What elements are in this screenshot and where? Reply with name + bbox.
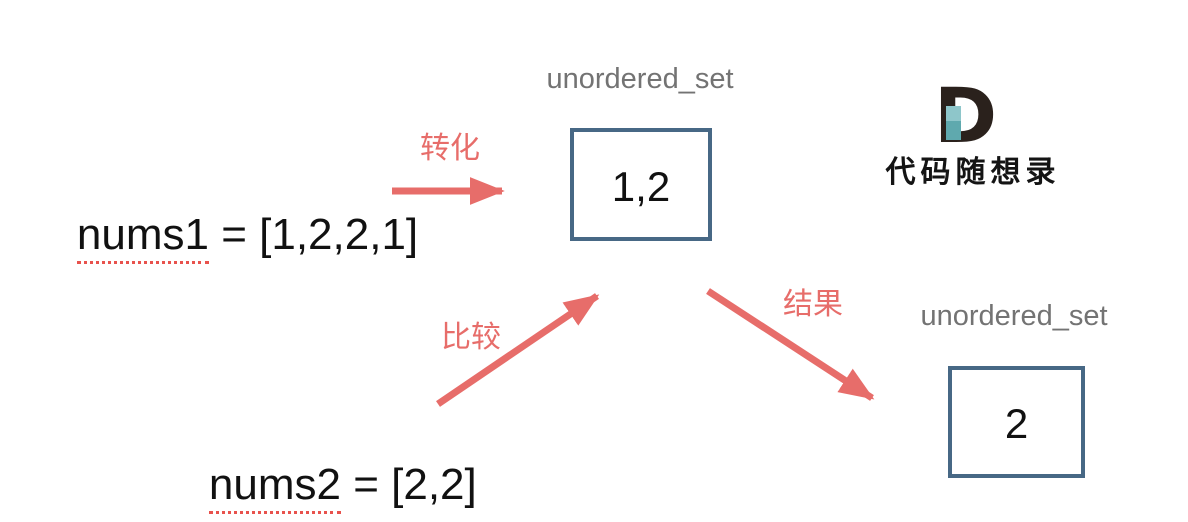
set2-contents: 2: [1004, 400, 1029, 447]
logo-teal-accent-light: [946, 106, 961, 121]
compare-arrow-label: 比较: [441, 321, 501, 354]
set2-box: 2: [948, 366, 1085, 478]
logo-teal-accent-dark: [946, 121, 961, 140]
nums1-value: = [1,2,2,1]: [208, 210, 419, 259]
result-arrow-label: 结果: [783, 288, 843, 321]
transform-arrow-label: 转化: [420, 132, 480, 165]
nums2-value: = [2,2]: [340, 460, 477, 509]
set1-contents: 1,2: [611, 162, 671, 210]
set1-box: 1,2: [570, 128, 712, 241]
nums1-variable: nums1: [76, 210, 209, 264]
nums2-expression: nums2 = [2,2]: [160, 410, 477, 522]
nums1-expression: nums1 = [1,2,2,1]: [28, 160, 418, 310]
set2-title: unordered_set: [920, 300, 1108, 332]
logo-d-letter: D: [934, 71, 998, 160]
logo-brand-name: 代码随想录: [885, 155, 1061, 190]
nums2-variable: nums2: [208, 460, 341, 514]
set1-title: unordered_set: [546, 63, 734, 95]
